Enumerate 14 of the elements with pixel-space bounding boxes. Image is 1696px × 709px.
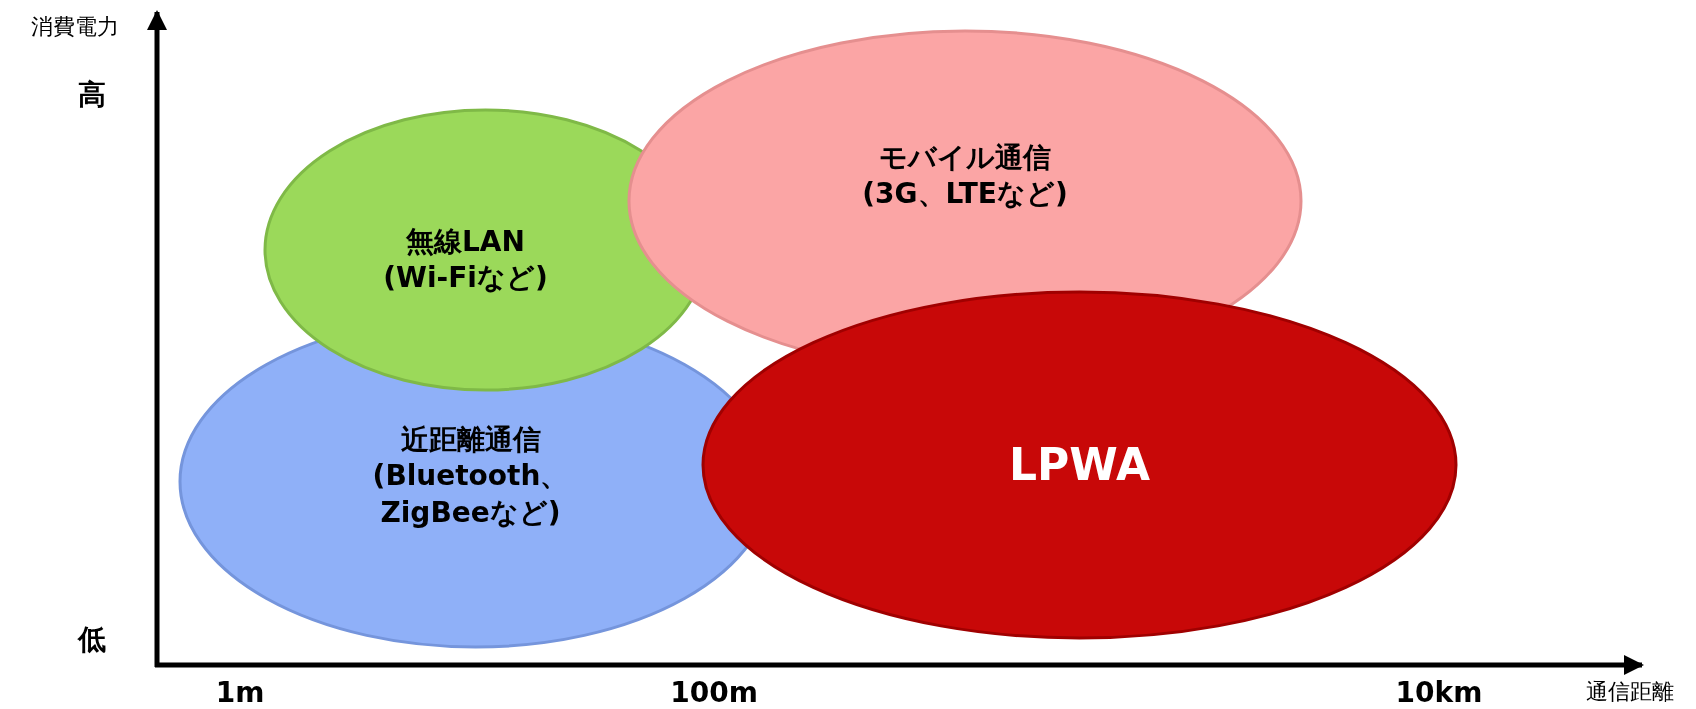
ellipse-label: 近距離通信 — [400, 421, 541, 458]
ellipse-label: LPWA — [1009, 438, 1150, 493]
tick-label: 100m — [670, 675, 758, 709]
ellipse-label: 無線LAN — [406, 223, 525, 260]
axis-title: 通信距離 — [1586, 678, 1674, 706]
axis-title: 消費電力 — [31, 13, 119, 41]
ellipse-label: (Wi-Fiなど) — [383, 260, 548, 296]
axis-level-label: 高 — [78, 77, 106, 113]
axis-level-label: 低 — [78, 622, 106, 658]
ellipse-label: (Bluetooth、ZigBeeなど) — [371, 458, 570, 531]
tick-label: 1m — [215, 675, 265, 709]
ellipse-label: (3G、LTEなど) — [862, 176, 1068, 212]
tick-label: 10km — [1395, 675, 1483, 709]
ellipse-label: モバイル通信 — [879, 139, 1051, 176]
